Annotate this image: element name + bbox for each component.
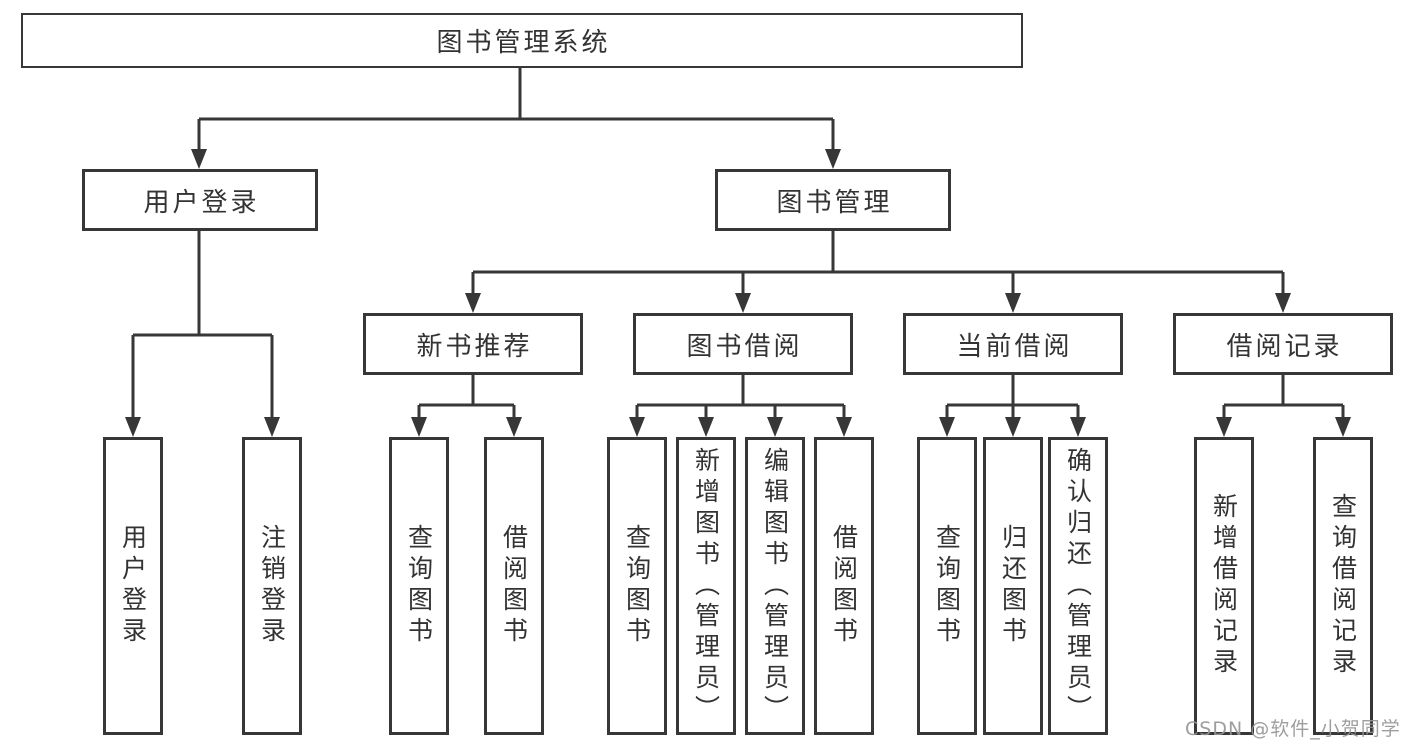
leaf-newbooks-borrow-label: 借阅图书: [499, 524, 529, 648]
leaf-newbooks-query-label: 查询图书: [404, 524, 434, 648]
node-borrow-records: 借阅记录: [1173, 313, 1393, 375]
node-book-borrowing-label: 图书借阅: [686, 331, 803, 362]
leaf-borrowing-borrow-label: 借阅图书: [829, 524, 859, 648]
leaf-current-confirm: 确认归还（管理员）: [1048, 437, 1108, 735]
leaf-logout: 注销登录: [242, 437, 302, 735]
node-user-login: 用户登录: [82, 169, 318, 231]
node-user-login-label: 用户登录: [143, 187, 260, 218]
leaf-user-login-label: 用户登录: [118, 524, 148, 648]
arrowhead-icons: [125, 149, 1351, 437]
leaf-borrowing-query-label: 查询图书: [622, 524, 652, 648]
leaf-user-login: 用户登录: [103, 437, 163, 735]
node-current-borrowing: 当前借阅: [903, 313, 1123, 375]
leaf-logout-label: 注销登录: [257, 524, 287, 648]
node-book-borrowing: 图书借阅: [633, 313, 853, 375]
leaf-current-return-label: 归还图书: [998, 524, 1028, 648]
leaf-borrowing-query: 查询图书: [607, 437, 667, 735]
leaf-records-add: 新增借阅记录: [1194, 437, 1254, 735]
leaf-newbooks-query: 查询图书: [389, 437, 449, 735]
leaf-records-add-label: 新增借阅记录: [1209, 493, 1239, 679]
leaf-records-query: 查询借阅记录: [1313, 437, 1373, 735]
leaf-borrowing-add-label: 新增图书（管理员）: [691, 446, 721, 726]
node-root-label: 图书管理系统: [436, 28, 611, 58]
leaf-borrowing-edit: 编辑图书（管理员）: [745, 437, 805, 735]
leaf-newbooks-borrow: 借阅图书: [484, 437, 544, 735]
node-root: 图书管理系统: [21, 13, 1023, 68]
leaf-borrowing-add: 新增图书（管理员）: [676, 437, 736, 735]
node-current-borrowing-label: 当前借阅: [956, 331, 1073, 362]
leaf-borrowing-edit-label: 编辑图书（管理员）: [760, 446, 790, 726]
node-borrow-records-label: 借阅记录: [1226, 331, 1343, 362]
csdn-watermark: CSDN @软件_小贺同学: [1185, 718, 1401, 740]
leaf-records-query-label: 查询借阅记录: [1328, 493, 1358, 679]
leaf-current-return: 归还图书: [983, 437, 1043, 735]
leaf-borrowing-borrow: 借阅图书: [814, 437, 874, 735]
node-book-mgmt: 图书管理: [715, 169, 951, 231]
leaf-current-query-label: 查询图书: [932, 524, 962, 648]
node-book-mgmt-label: 图书管理: [776, 187, 893, 218]
leaf-current-query: 查询图书: [917, 437, 977, 735]
node-new-books: 新书推荐: [363, 313, 583, 375]
node-new-books-label: 新书推荐: [416, 331, 533, 362]
leaf-current-confirm-label: 确认归还（管理员）: [1063, 446, 1093, 726]
